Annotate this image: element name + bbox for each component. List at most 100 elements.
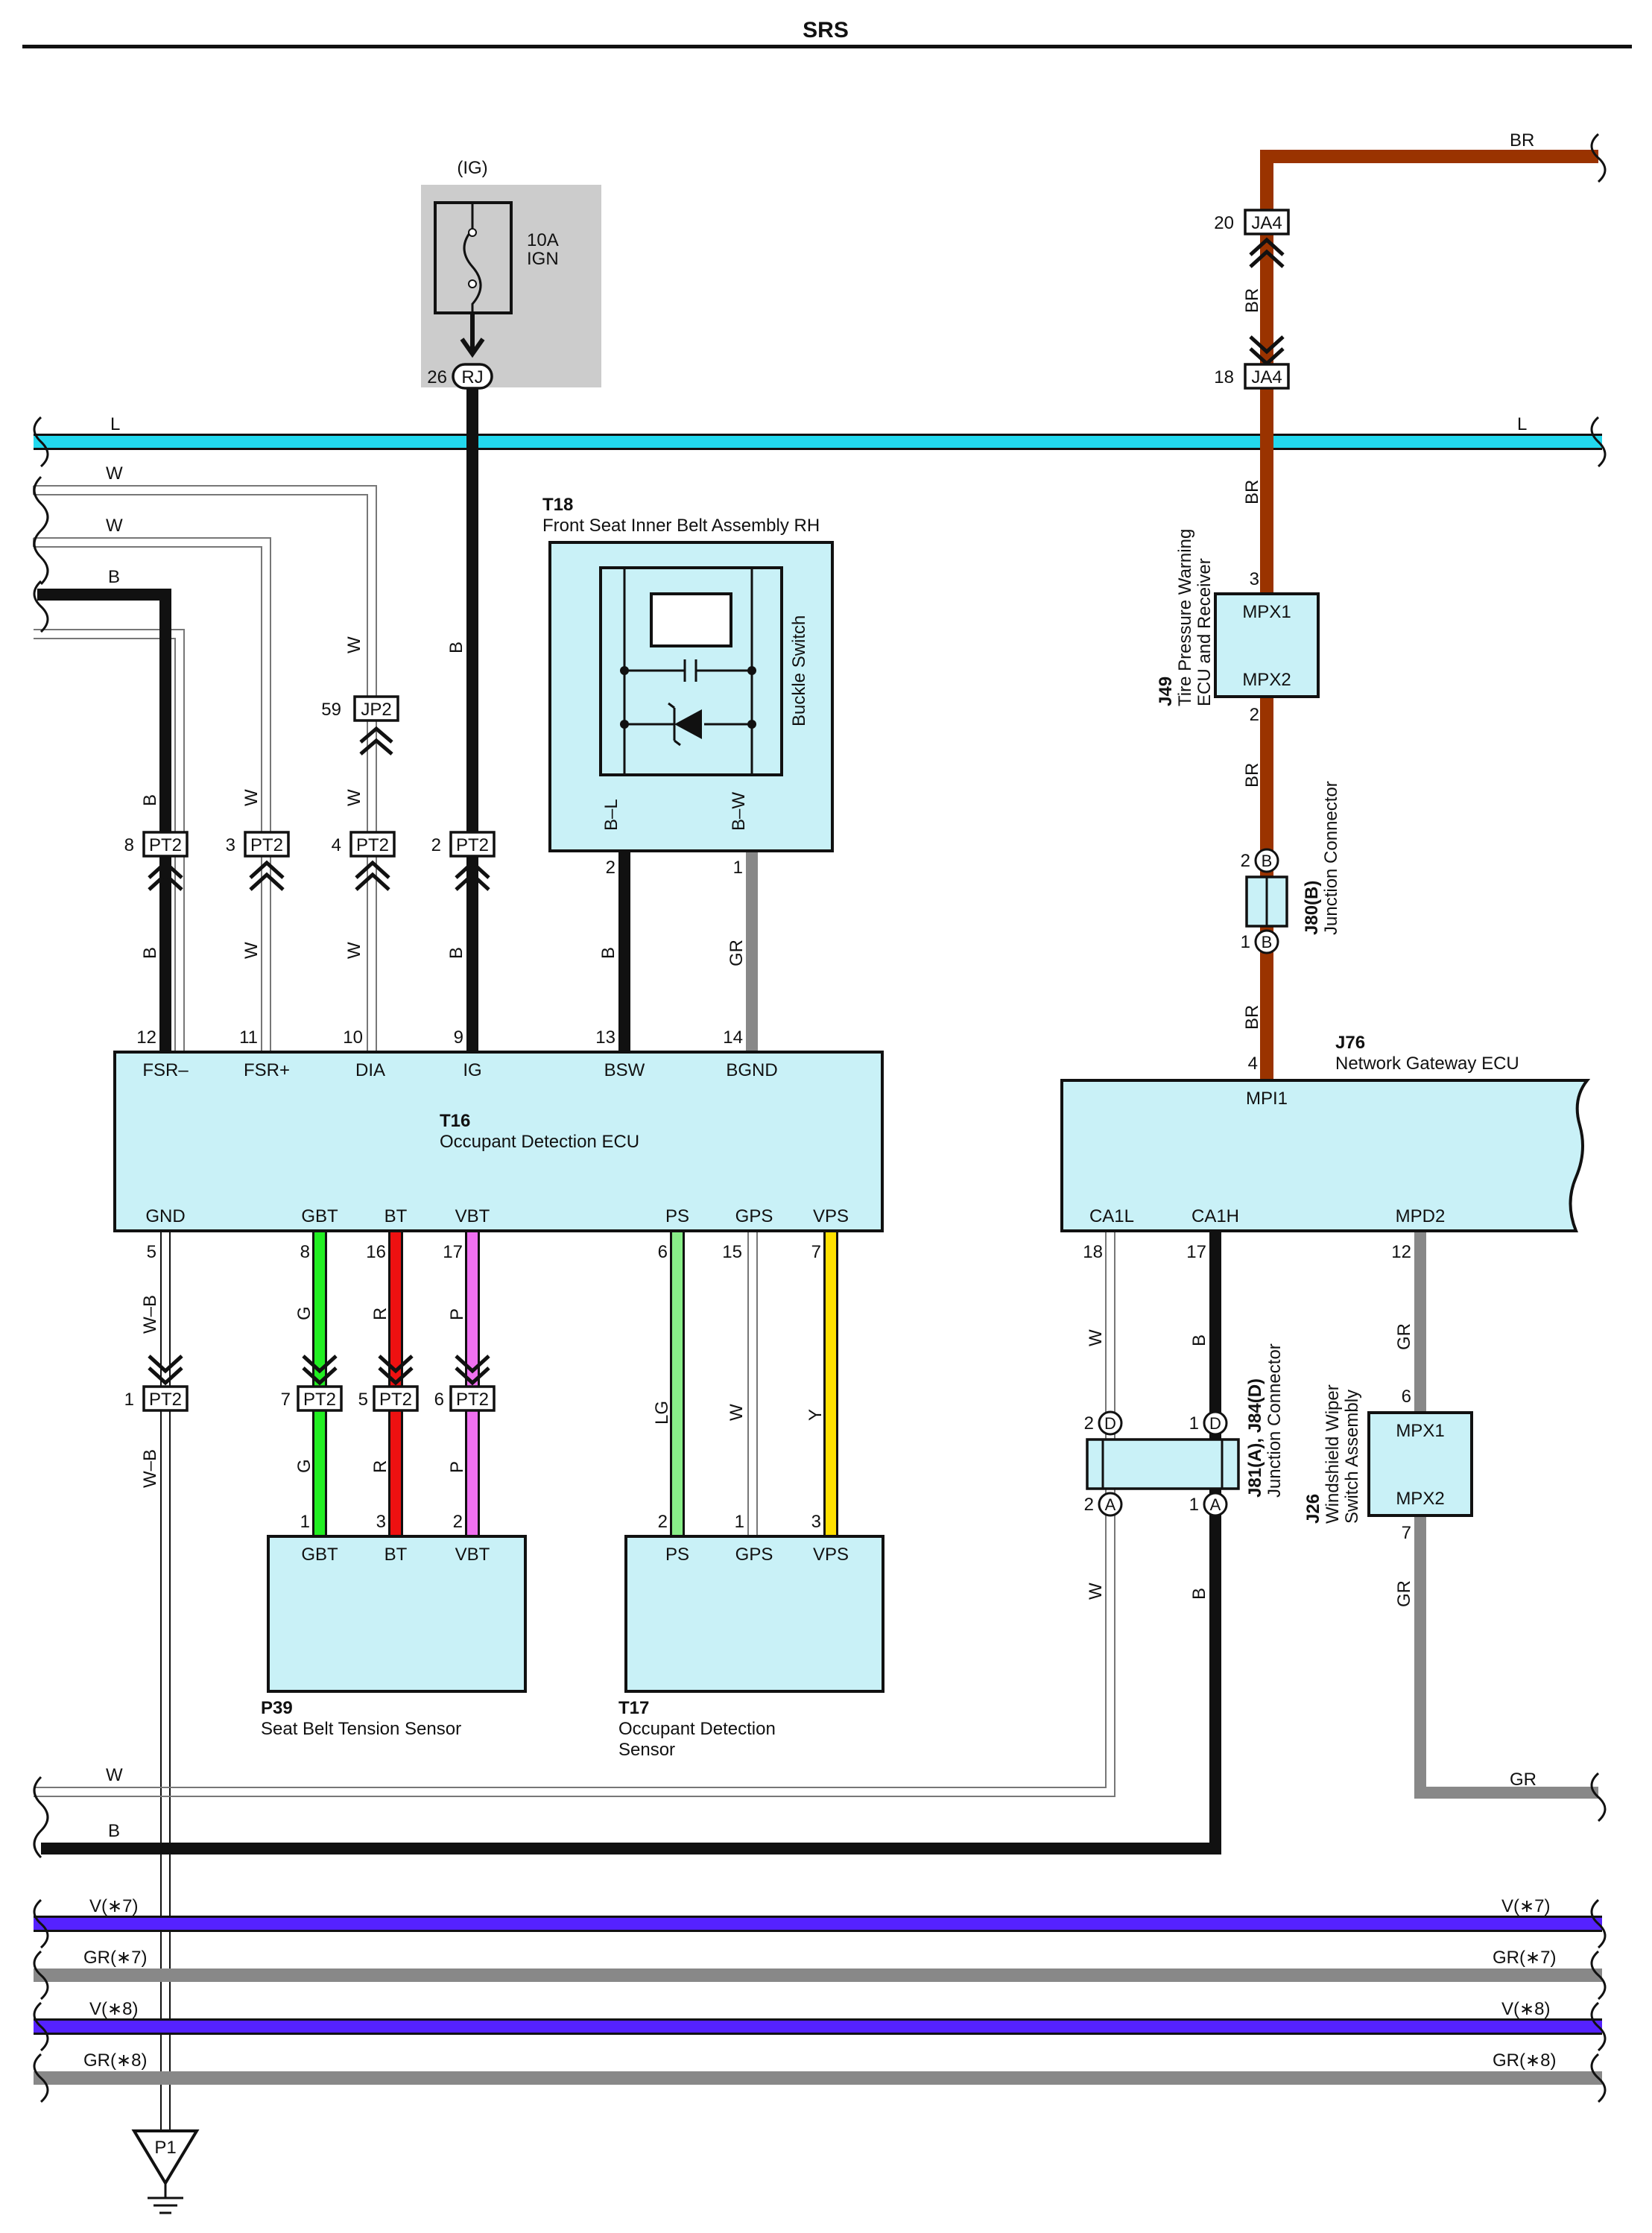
svg-text:DIA: DIA: [355, 1060, 385, 1080]
svg-text:V(∗7): V(∗7): [1501, 1896, 1550, 1916]
svg-text:12: 12: [1391, 1242, 1411, 1262]
svg-text:BT: BT: [384, 1545, 408, 1565]
t17-component: [624, 1535, 884, 1693]
j80-component: B B 2 1: [1241, 848, 1288, 954]
svg-text:P: P: [447, 1308, 467, 1320]
svg-text:PT2: PT2: [456, 835, 489, 855]
j49-pin-mpx1: MPX1: [1242, 602, 1291, 622]
svg-text:L: L: [110, 414, 120, 434]
t18-wire-bl-label: B–L: [601, 799, 621, 831]
svg-text:1: 1: [300, 1512, 310, 1532]
svg-text:W–B: W–B: [140, 1295, 160, 1334]
svg-text:VBT: VBT: [455, 1206, 490, 1226]
buckle-switch-frame: [599, 566, 783, 776]
svg-text:PT2: PT2: [250, 835, 283, 855]
svg-text:B: B: [1262, 933, 1273, 951]
svg-text:W: W: [727, 1404, 747, 1421]
j49-name-line2: ECU and Receiver: [1194, 558, 1215, 706]
j26-code: J26: [1303, 1494, 1323, 1524]
svg-text:W: W: [106, 463, 123, 484]
svg-text:BR: BR: [1242, 480, 1262, 504]
t17-name-line2: Sensor: [618, 1740, 675, 1760]
fuse-arrow-icon: [460, 338, 485, 358]
j26-pin-mpx2: MPX2: [1396, 1489, 1444, 1509]
svg-text:PT2: PT2: [303, 1390, 336, 1410]
svg-text:B: B: [446, 947, 466, 959]
chevron-down-icon: [302, 1355, 338, 1386]
svg-text:PT2: PT2: [456, 1390, 489, 1410]
chevron-up-icon: [1249, 237, 1285, 268]
svg-text:3: 3: [376, 1512, 386, 1532]
svg-text:17: 17: [443, 1242, 463, 1262]
pt2-dia: PT2 4: [332, 831, 396, 891]
pt2-gbt: PT2 7: [281, 1355, 343, 1412]
j26-component: [1367, 1411, 1473, 1517]
svg-text:8: 8: [124, 835, 134, 855]
svg-text:G: G: [294, 1306, 314, 1320]
j49-num-bottom: 2: [1250, 705, 1259, 725]
connector-ja4-top: JA4 20: [1214, 209, 1290, 268]
svg-text:JA4: JA4: [1251, 213, 1282, 233]
svg-text:LG: LG: [652, 1401, 672, 1425]
svg-text:VBT: VBT: [455, 1545, 490, 1565]
svg-text:1: 1: [124, 1390, 134, 1410]
j76-name: Network Gateway ECU: [1335, 1054, 1519, 1074]
t17-pins: PS GPS VPS 2 1 3: [658, 1512, 849, 1565]
t17-code: T17: [618, 1698, 649, 1718]
svg-text:BR: BR: [1242, 1005, 1262, 1030]
svg-text:PS: PS: [665, 1545, 689, 1565]
fuse-supply: (IG): [457, 158, 487, 178]
p39-pins: GBT BT VBT 1 3 2: [300, 1512, 490, 1565]
svg-text:P: P: [447, 1461, 467, 1473]
chevron-up-icon: [249, 860, 285, 891]
svg-text:2: 2: [658, 1512, 668, 1532]
svg-text:3: 3: [811, 1512, 821, 1532]
svg-text:JP2: JP2: [361, 700, 391, 720]
connector-jp2: JP2 59: [321, 695, 399, 756]
svg-text:W: W: [106, 1765, 123, 1785]
j26-pin-mpx1: MPX1: [1396, 1421, 1444, 1441]
svg-text:GR(∗7): GR(∗7): [1493, 1948, 1556, 1968]
svg-text:B: B: [1189, 1334, 1209, 1346]
svg-text:W: W: [106, 516, 123, 536]
svg-text:1: 1: [735, 1512, 744, 1532]
svg-text:MPD2: MPD2: [1396, 1206, 1446, 1226]
j81-code: J81(A), J84(D): [1245, 1378, 1265, 1498]
svg-text:GR(∗8): GR(∗8): [1493, 2050, 1556, 2071]
svg-text:B: B: [1262, 852, 1273, 870]
j49-num-top: 3: [1250, 569, 1259, 589]
svg-text:GPS: GPS: [735, 1545, 773, 1565]
j80-code: J80(B): [1302, 881, 1322, 935]
t16-name: Occupant Detection ECU: [440, 1132, 639, 1152]
pt2-top-row: PT2 8 PT2 3 PT2 4 PT2 2: [124, 831, 496, 891]
svg-text:12: 12: [136, 1027, 156, 1048]
svg-text:3: 3: [226, 835, 235, 855]
svg-text:R: R: [370, 1460, 390, 1473]
svg-text:D: D: [1104, 1414, 1116, 1433]
t16-code: T16: [440, 1111, 470, 1131]
svg-text:2: 2: [1084, 1495, 1094, 1515]
svg-text:A: A: [1105, 1495, 1116, 1514]
buckle-resistor-icon: [650, 592, 732, 647]
svg-text:1: 1: [1189, 1413, 1199, 1434]
svg-text:6: 6: [434, 1390, 444, 1410]
t18-pin-bw: 1: [733, 858, 743, 878]
j49-name-line1: Tire Pressure Warning: [1175, 529, 1195, 706]
svg-text:B: B: [108, 567, 120, 587]
svg-text:B: B: [140, 794, 160, 806]
svg-text:6: 6: [658, 1242, 668, 1262]
svg-text:13: 13: [595, 1027, 615, 1048]
svg-text:9: 9: [454, 1027, 463, 1048]
svg-text:R: R: [370, 1308, 390, 1320]
fuse-icon: [463, 203, 482, 313]
svg-text:5: 5: [358, 1390, 368, 1410]
p39-component: [267, 1535, 527, 1693]
chevron-down-icon: [378, 1355, 414, 1386]
pt2-fsrplus: PT2 3: [226, 831, 290, 891]
j76-code: J76: [1335, 1033, 1365, 1053]
svg-text:B: B: [1189, 1588, 1209, 1600]
connector-rj: [452, 363, 493, 390]
svg-text:BR: BR: [1242, 288, 1262, 313]
pt2-bottom-row: PT2 1 PT2 7 PT2 5 PT2 6: [124, 1355, 496, 1412]
pt2-vbt: PT2 6: [434, 1355, 496, 1412]
